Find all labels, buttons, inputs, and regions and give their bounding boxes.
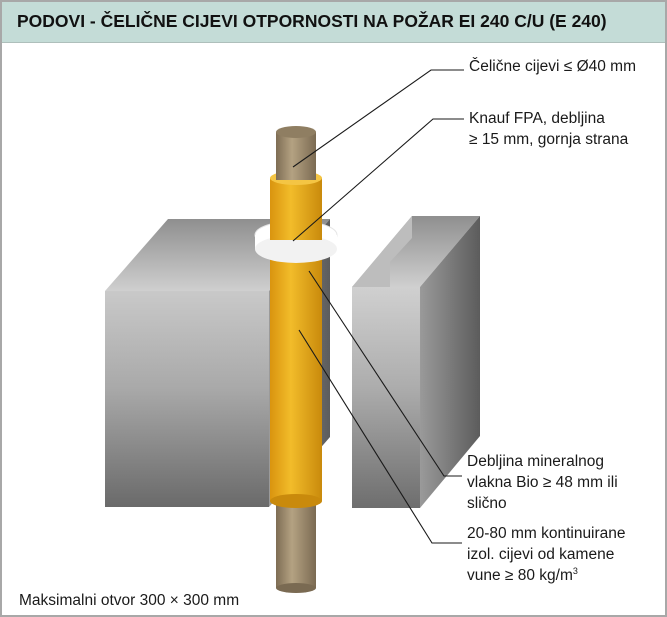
fpa-collar-bottom xyxy=(255,235,337,263)
right-block-inner-face xyxy=(352,216,412,287)
left-block-front xyxy=(105,291,269,507)
title-bar: PODOVI - ČELIČNE CIJEVI OTPORNOSTI NA PO… xyxy=(2,2,665,43)
rock-wool-insulation-lower-bottom xyxy=(270,494,322,508)
right-block-front xyxy=(352,287,420,508)
rock-wool-insulation-lower xyxy=(270,258,322,501)
rock-wool-insulation-upper xyxy=(270,178,322,240)
label-steel-pipe: Čelične cijevi ≤ Ø40 mm xyxy=(469,58,636,75)
leader-lines xyxy=(292,69,464,544)
steel-pipe-bottom-end xyxy=(276,583,316,593)
steel-pipe-top xyxy=(276,132,316,180)
steel-pipe-bottom xyxy=(276,500,316,588)
leader-fpa xyxy=(292,118,464,242)
pipe-penetration-diagram xyxy=(105,69,480,593)
leader-rock-wool xyxy=(298,329,462,544)
right-block-side xyxy=(420,216,480,508)
leader-bio xyxy=(308,270,462,477)
label-mineral-fiber: Debljina mineralnog vlakna Bio ≥ 48 mm i… xyxy=(467,453,618,512)
steel-pipe-top-end xyxy=(276,126,316,138)
label-rock-wool: 20-80 mm kontinuirane izol. cijevi od ka… xyxy=(467,525,626,584)
label-fpa: Knauf FPA, debljina ≥ 15 mm, gornja stra… xyxy=(469,110,629,148)
right-concrete-block xyxy=(352,216,480,508)
leader-steel-pipe xyxy=(292,69,464,168)
page-title: PODOVI - ČELIČNE CIJEVI OTPORNOSTI NA PO… xyxy=(17,11,607,31)
label-max-opening: Maksimalni otvor 300 × 300 mm xyxy=(19,592,240,609)
